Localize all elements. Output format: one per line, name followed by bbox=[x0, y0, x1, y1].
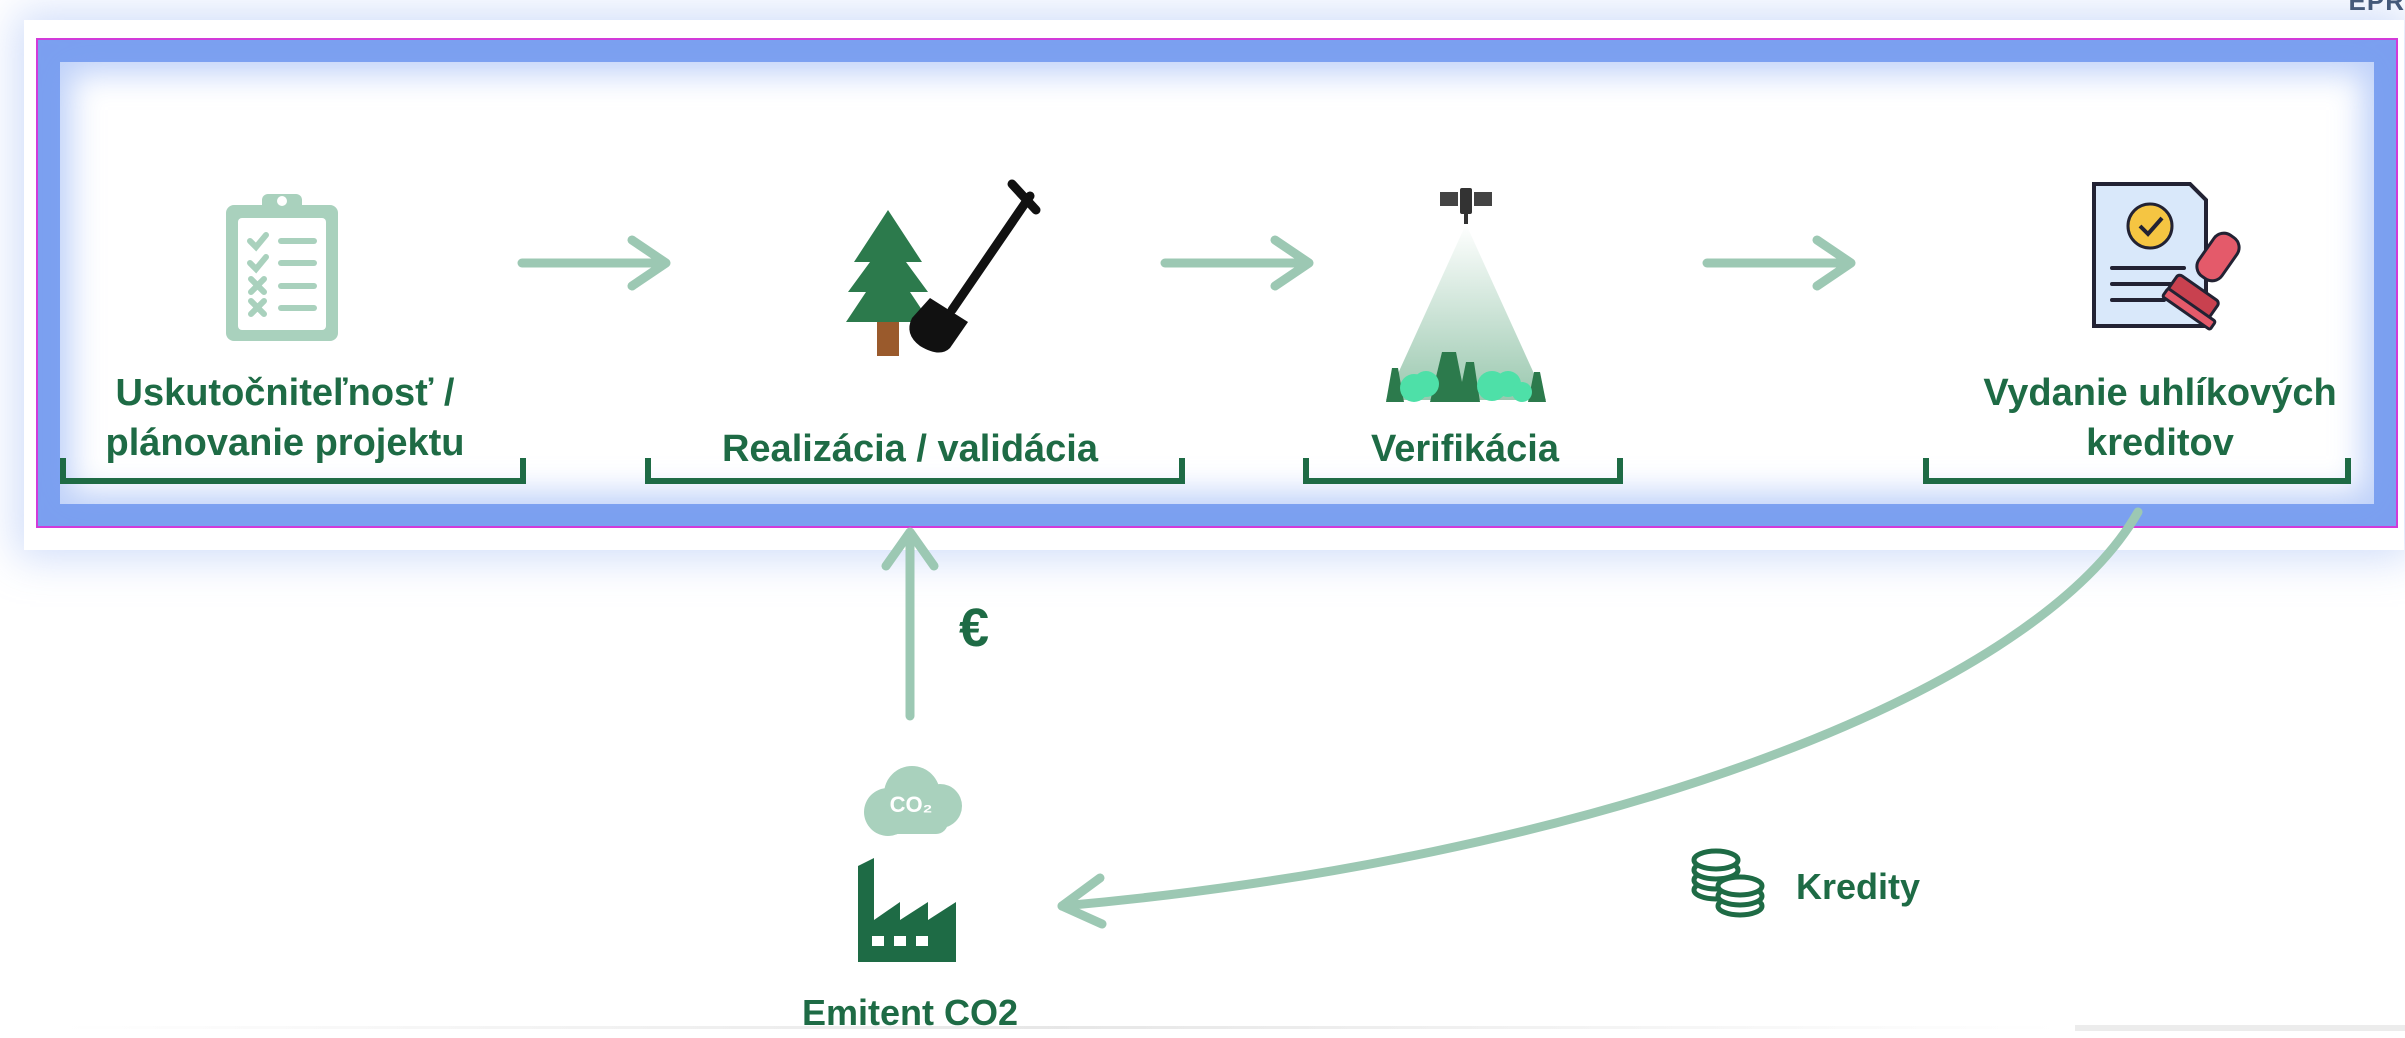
step-1-line-2: plánovanie projektu bbox=[105, 422, 465, 464]
step-4-bracket bbox=[1923, 458, 2351, 484]
certificate-stamp-icon bbox=[2092, 182, 2241, 331]
euro-symbol: € bbox=[958, 598, 990, 658]
credits-label: Kredity bbox=[1796, 866, 1921, 907]
step-3-bracket bbox=[1303, 458, 1623, 484]
factory-co2-icon bbox=[858, 766, 962, 962]
process-highlight-box bbox=[36, 38, 2398, 528]
step-2-bracket bbox=[645, 458, 1185, 484]
co2-cloud-label: CO₂ bbox=[889, 792, 933, 817]
step-1-line-1: Uskutočniteľnosť / bbox=[115, 372, 455, 414]
credits-arrow bbox=[1057, 507, 2143, 929]
corner-cut-text: EPR bbox=[2348, 0, 2405, 16]
satellite-forest-icon bbox=[1386, 188, 1546, 402]
arrow-2-3 bbox=[1160, 235, 1314, 291]
step-3-label: Verifikácia bbox=[1370, 428, 1560, 470]
bottom-divider bbox=[60, 1026, 2060, 1029]
arrow-3-4 bbox=[1702, 235, 1856, 291]
tree-shovel-icon bbox=[846, 179, 1041, 356]
bottom-right-strip bbox=[2075, 1025, 2405, 1031]
step-1-label: Uskutočniteľnosť / plánovanie projektu bbox=[70, 368, 500, 468]
clipboard-checklist-icon bbox=[226, 194, 338, 341]
step-4-line-2: kreditov bbox=[2086, 422, 2234, 464]
step-4-line-1: Vydanie uhlíkových bbox=[1983, 372, 2337, 414]
step-4-label: Vydanie uhlíkových kreditov bbox=[1940, 368, 2380, 468]
step-1-bracket bbox=[60, 458, 526, 484]
coins-icon bbox=[1691, 848, 1765, 918]
payment-arrow bbox=[881, 527, 939, 721]
arrow-1-2 bbox=[517, 235, 671, 291]
step-2-label: Realizácia / validácia bbox=[721, 428, 1098, 470]
